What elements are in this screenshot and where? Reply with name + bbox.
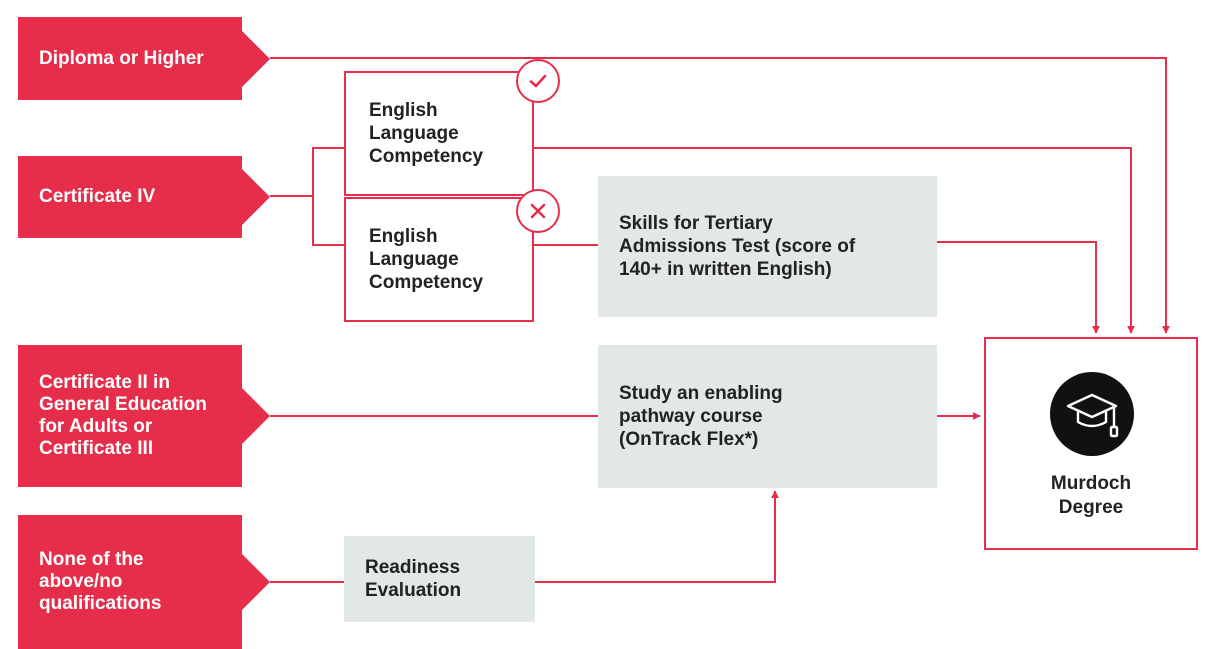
qualification-diploma-label: Diploma or Higher <box>39 47 204 69</box>
qualification-certificate-ii-iii: Certificate II in General Education for … <box>18 345 270 487</box>
stat-box: Skills for Tertiary Admissions Test (sco… <box>598 176 937 317</box>
connector-elc-met-to-degree <box>532 147 1135 334</box>
check-icon <box>516 59 560 103</box>
connector-cert4-branch <box>312 147 345 246</box>
qualification-none-label: None of the above/no qualifications <box>39 549 162 614</box>
connector-readiness-to-enabling <box>535 490 779 583</box>
elc-not-met-label: English Language Competency <box>369 226 484 293</box>
cross-icon <box>516 189 560 233</box>
qualification-none: None of the above/no qualifications <box>18 515 270 649</box>
connector-stat-to-degree <box>937 241 1100 334</box>
connector-diploma-to-degree <box>270 57 1170 334</box>
qualification-certificate-ii-iii-label: Certificate II in General Education for … <box>39 372 207 459</box>
murdoch-degree-label: Murdoch Degree <box>1050 473 1132 518</box>
qualification-certificate-iv: Certificate IV <box>18 156 270 238</box>
enabling-pathway-box: Study an enabling pathway course (OnTrac… <box>598 345 937 488</box>
graduation-cap-icon <box>1050 372 1134 456</box>
qualification-certificate-iv-label: Certificate IV <box>39 186 156 207</box>
enabling-pathway-label: Study an enabling pathway course (OnTrac… <box>619 383 783 450</box>
stat-label: Skills for Tertiary Admissions Test (sco… <box>619 213 856 280</box>
readiness-evaluation-label: Readiness Evaluation <box>365 557 462 601</box>
elc-not-met-box: English Language Competency <box>344 197 534 322</box>
elc-met-box: English Language Competency <box>344 71 534 196</box>
qualification-diploma: Diploma or Higher <box>18 17 270 100</box>
murdoch-degree-box: Murdoch Degree <box>984 337 1198 550</box>
elc-met-label: English Language Competency <box>369 100 484 167</box>
readiness-evaluation-box: Readiness Evaluation <box>344 536 535 622</box>
